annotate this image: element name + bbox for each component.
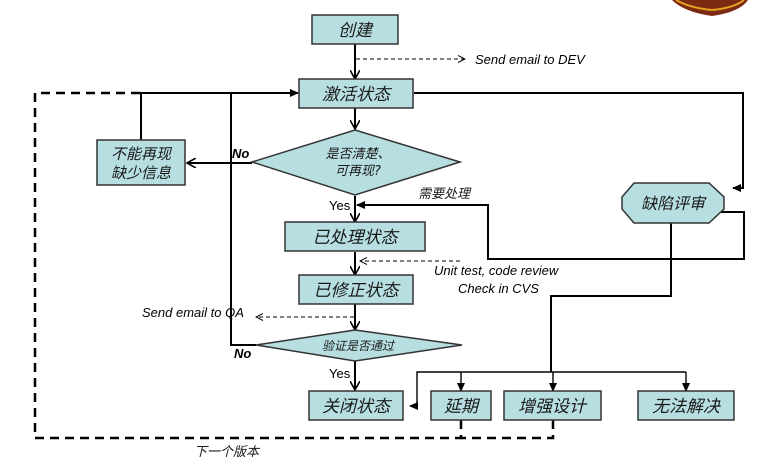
node-create[interactable]: 创建 [311,14,399,45]
label-no-2: No [234,346,251,361]
edge-notrepro-active [140,89,299,140]
node-processed-label: 已处理状态 [313,228,401,248]
decision-clear-line1: 是否清楚、 [325,147,390,162]
label-next-version: 下一个版本 [194,445,261,460]
label-check-in: Check in CVS [458,281,539,296]
edge-verify-no [230,93,256,346]
edge-active-review [414,92,744,192]
node-cannot-fix-label: 无法解决 [652,397,721,417]
edge-review-needs-processing [356,201,745,260]
node-create-label: 创建 [338,21,374,41]
node-defect-review-label: 缺陷评审 [641,194,707,213]
edge-distribution-bar [416,371,686,406]
decision-verify[interactable]: 验证是否通过 [255,329,463,362]
node-not-reproducible[interactable]: 不能再现 缺少信息 [96,139,186,186]
node-cannot-fix[interactable]: 无法解决 [637,390,735,421]
node-fixed-label: 已修正状态 [314,281,402,301]
node-closed-label: 关闭状态 [322,397,393,417]
label-send-email-dev: Send email to DEV [475,52,586,67]
label-no-1: No [232,146,249,161]
decision-clear-reproducible[interactable]: 是否清楚、 可再现? [249,129,463,196]
node-not-reproducible-line1: 不能再现 [111,145,173,163]
label-yes-1: Yes [329,198,351,213]
label-send-email-qa: Send email to QA [142,305,244,320]
node-defect-review[interactable]: 缺陷评审 [621,182,725,224]
node-enhance-design-label: 增强设计 [518,397,588,417]
node-fixed[interactable]: 已修正状态 [298,274,414,305]
edge-next-version-enhance [461,420,555,440]
node-active[interactable]: 激活状态 [298,78,414,109]
corner-decoration [672,0,748,16]
decision-verify-label: 验证是否通过 [322,339,396,353]
label-unit-test: Unit test, code review [434,263,560,278]
node-enhance-design[interactable]: 增强设计 [503,390,602,421]
edge-review-down [550,223,672,372]
node-closed[interactable]: 关闭状态 [308,390,404,421]
node-deferred-label: 延期 [444,397,481,417]
node-processed[interactable]: 已处理状态 [284,221,426,252]
label-yes-2: Yes [329,366,351,381]
node-active-label: 激活状态 [322,85,393,105]
decision-clear-line2: 可再现? [335,164,381,179]
label-needs-processing: 需要处理 [418,187,472,202]
edge-next-version [33,91,463,440]
node-deferred[interactable]: 延期 [430,390,492,421]
node-not-reproducible-line2: 缺少信息 [111,164,171,182]
